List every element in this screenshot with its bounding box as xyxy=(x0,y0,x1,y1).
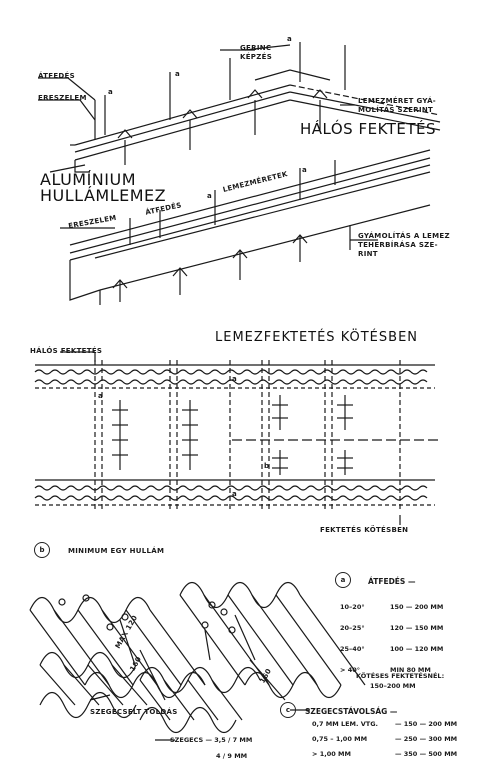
label-gerinc: GERINC xyxy=(240,44,272,52)
header-szegecstavolsag: SZEGECSTÁVOLSÁG — xyxy=(305,707,398,716)
szegecs-row-2-right: — 350 — 500 MM xyxy=(395,750,458,758)
label-lemezmeret-1: LEMEZMÉRET GYÁ- xyxy=(358,97,437,105)
atfedes-row-2-left: 25–40° xyxy=(340,645,365,653)
circle-a: a xyxy=(335,572,351,588)
label-lemezmeret-2: MOLÍTÁS SZERINT xyxy=(358,106,434,114)
szegecs-row-0-right: — 150 — 200 MM xyxy=(395,720,458,728)
note-koteses-2: 150–200 MM xyxy=(370,682,416,690)
label-kepzes: KÉPZÉS xyxy=(240,53,273,61)
atfedes-row-0-left: 10–20° xyxy=(340,603,365,611)
mark-a-plan-1: a xyxy=(98,392,104,400)
mark-a-plan-3: a xyxy=(232,490,238,498)
mark-b-plan: b xyxy=(264,462,270,470)
mark-a-plan-2: a xyxy=(232,375,238,383)
label-gyamolitas-2: TEHERBÍRÁSA SZE- xyxy=(358,241,438,249)
szegecs-row-1-right: — 250 — 300 MM xyxy=(395,735,458,743)
label-minimum-egy-hullam: MINIMUM EGY HULLÁM xyxy=(68,547,165,555)
plan-view xyxy=(34,351,440,525)
label-fektetes-kotesben: FEKTETÉS KÖTÉSBEN xyxy=(320,526,409,534)
lower-roof-profile xyxy=(60,149,431,305)
label-atfedes: ÁTFEDÉS xyxy=(38,72,75,80)
mark-a-2: a xyxy=(175,70,181,78)
mark-a-4: a xyxy=(302,166,308,174)
header-atfedes: ÁTFEDÉS — xyxy=(368,577,416,586)
atfedes-row-0-right: 150 — 200 MM xyxy=(390,603,444,611)
szegecs-row-2-left: > 1,00 MM xyxy=(312,750,351,758)
upper-roof-profile xyxy=(38,42,441,173)
note-koteses-1: KÖTÉSES FEKTETÉSNÉL: xyxy=(356,672,445,680)
label-szegecselt-toldas: SZEGECSELT TOLDÁS xyxy=(90,708,178,716)
label-ereszelem: ERESZELEM xyxy=(38,94,87,102)
szegecs-row-1-left: 0,75 – 1,00 MM xyxy=(312,735,368,743)
circle-c: c xyxy=(280,702,296,718)
label-szegecs-1: SZEGECS — 3,5 / 7 MM xyxy=(170,736,253,744)
mark-a-1: a xyxy=(108,88,114,96)
mark-a-3: a xyxy=(287,35,293,43)
title-hullamlemez: HULLÁMLEMEZ xyxy=(40,186,167,205)
label-gyamolitas-1: GYÁMOLÍTÁS A LEMEZ xyxy=(358,232,450,240)
atfedes-row-1-right: 120 — 150 MM xyxy=(390,624,444,632)
atfedes-row-3-right: MIN 80 MM xyxy=(390,666,431,674)
title-halos-fektetes: HÁLÓS FEKTETÉS xyxy=(300,120,437,138)
label-halos-fektetes: HÁLÓS FEKTETÉS xyxy=(30,347,103,355)
mark-a-5: a xyxy=(207,192,213,200)
corrugated-sheet-perspectives xyxy=(29,581,366,741)
atfedes-row-2-right: 100 — 120 MM xyxy=(390,645,444,653)
title-lemezfektetes-kotesben: LEMEZFEKTETÉS KÖTÉSBEN xyxy=(215,330,419,345)
atfedes-row-1-left: 20–25° xyxy=(340,624,365,632)
atfedes-row-3-left: > 40° xyxy=(340,666,361,674)
label-gyamolitas-3: RINT xyxy=(358,250,378,258)
szegecs-row-0-left: 0,7 MM LEM. VTG. xyxy=(312,720,379,728)
circle-b: b xyxy=(34,542,50,558)
label-szegecs-2: 4 / 9 MM xyxy=(216,752,248,760)
title-aluminium: ALUMÍNIUM xyxy=(40,170,136,189)
